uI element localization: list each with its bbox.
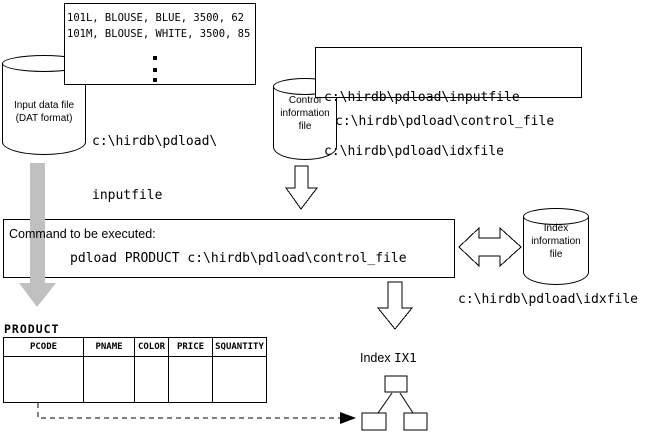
control-file-contents-box: c:\hirdb\pdload\inputfile c:\hirdb\pdloa… xyxy=(315,47,582,159)
dashed-connector-arrow xyxy=(37,403,356,424)
command-line: pdload PRODUCT c:\hirdb\pdload\control_f… xyxy=(70,251,407,266)
control-file-content-line2: c:\hirdb\pdload\idxfile xyxy=(324,144,505,159)
product-table-header-row: PCODE PNAME COLOR PRICE SQUANTITY xyxy=(4,338,266,357)
control-file-content-line1: c:\hirdb\pdload\inputfile xyxy=(324,90,520,105)
empty-cell xyxy=(4,357,83,402)
column-header-color: COLOR xyxy=(134,338,168,357)
product-table-empty-row xyxy=(4,357,266,402)
input-cylinder-label-line1: Input data file xyxy=(13,100,75,111)
control-cylinder-label-line3: file xyxy=(298,121,312,132)
control-cylinder-label-line2: information xyxy=(280,108,330,119)
double-arrow-icon xyxy=(458,226,522,268)
input-file-path-line1: c:\hirdb\pdload\ xyxy=(92,134,218,149)
control-cylinder-label-line1: Control xyxy=(288,95,322,106)
empty-cell xyxy=(83,357,134,402)
cylinder-body xyxy=(523,216,589,285)
input-file-path-line2: inputfile xyxy=(92,188,163,203)
column-header-price: PRICE xyxy=(168,338,212,357)
gray-down-arrow-icon xyxy=(19,163,56,307)
column-header-squantity: SQUANTITY xyxy=(212,338,266,357)
input-records-box: 101L, BLOUSE, BLUE, 3500, 62 101M, BLOUS… xyxy=(64,3,256,85)
record-line-2: 101M, BLOUSE, WHITE, 3500, 85 xyxy=(67,28,251,40)
command-box xyxy=(3,219,455,278)
product-table: PCODE PNAME COLOR PRICE SQUANTITY xyxy=(3,337,267,403)
column-header-pname: PNAME xyxy=(83,338,134,357)
input-cylinder-label-line2: (DAT format) xyxy=(15,113,73,124)
vertical-ellipsis-dot xyxy=(153,78,157,82)
product-table-title: PRODUCT xyxy=(4,322,60,336)
control-file-path: c:\hirdb\pdload\control_file xyxy=(335,114,555,129)
arrowhead-icon xyxy=(340,412,356,424)
index-cylinder-label-line1: Index xyxy=(543,223,569,234)
index-file-path: c:\hirdb\pdload\idxfile xyxy=(458,292,639,307)
index-label-name: IX1 xyxy=(394,350,417,365)
command-box-title: Command to be executed: xyxy=(9,227,156,241)
input-file-path: c:\hirdb\pdload\ inputfile xyxy=(92,97,217,241)
down-arrow-icon xyxy=(376,281,414,330)
index-cylinder-label-line2: information xyxy=(531,236,581,247)
column-header-pcode: PCODE xyxy=(4,338,83,357)
down-arrow-icon xyxy=(285,165,319,210)
index-information-file-cylinder-icon: Index information file xyxy=(523,208,589,285)
vertical-ellipsis-dot xyxy=(153,68,157,72)
empty-cell xyxy=(134,357,168,402)
empty-cell xyxy=(168,357,212,402)
index-tree-label: Index IX1 xyxy=(360,350,417,365)
index-cylinder-label-line3: file xyxy=(549,249,563,260)
cylinder-body xyxy=(273,86,337,160)
cylinder-top xyxy=(523,208,589,225)
empty-cell xyxy=(212,357,266,402)
record-line-1: 101L, BLOUSE, BLUE, 3500, 62 xyxy=(67,12,245,24)
index-label-word: Index xyxy=(360,351,391,365)
index-tree-icon xyxy=(361,375,428,431)
vertical-ellipsis-dot xyxy=(153,56,157,60)
